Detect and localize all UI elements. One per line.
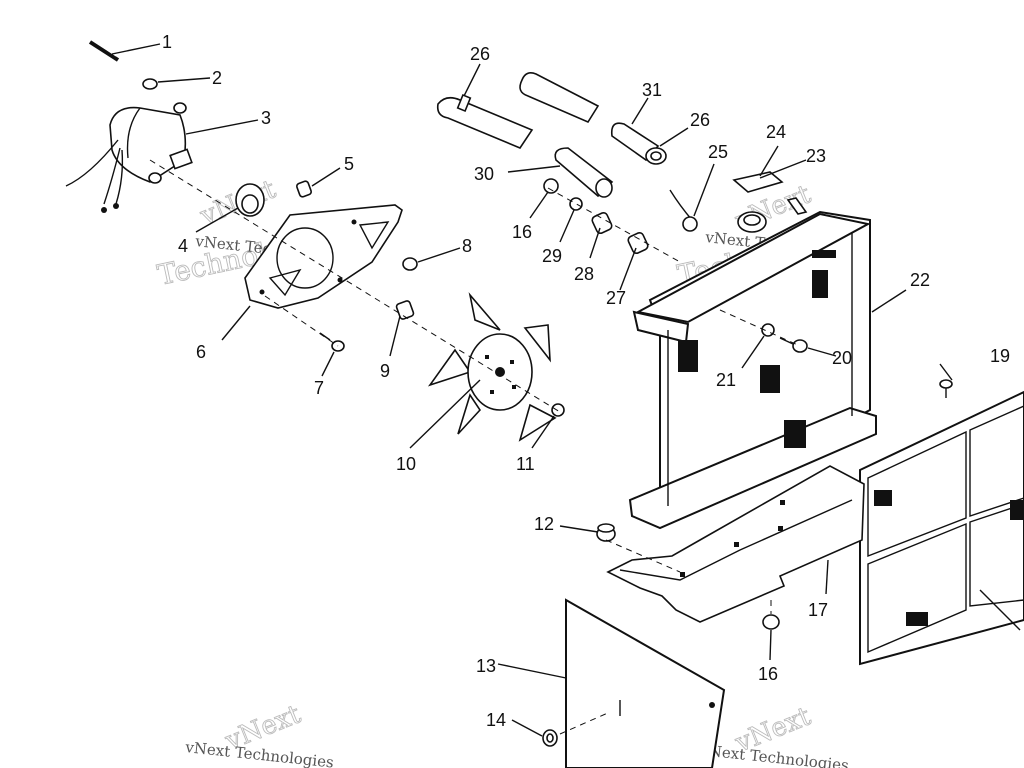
- nut-part-11: [551, 403, 565, 417]
- grommet-part-12: [596, 523, 616, 542]
- callout-26-upper: 26: [470, 44, 490, 64]
- assembly-axis-panel: [559, 711, 611, 735]
- radiator-part-22: [628, 197, 877, 530]
- side-panel-part-13: [565, 598, 726, 768]
- fitting-part-27: [627, 231, 649, 255]
- assembly-axis-hoses: [547, 187, 681, 263]
- fan-motor-part-3: [65, 102, 193, 213]
- callout-9: 9: [380, 361, 390, 381]
- callout-14: 14: [486, 710, 506, 730]
- callout-12: 12: [534, 514, 554, 534]
- nut-part-2: [142, 78, 158, 90]
- assembly-axis-screw: [264, 295, 339, 347]
- spacer-part-5: [296, 180, 312, 198]
- callout-7: 7: [314, 378, 324, 398]
- callout-10: 10: [396, 454, 416, 474]
- callout-31: 31: [642, 80, 662, 100]
- bolt-part-1: [88, 39, 120, 62]
- callout-4: 4: [178, 236, 188, 256]
- assembly-axis-bracket: [605, 539, 681, 573]
- nut-part-16-lower: [762, 614, 780, 630]
- callout-17: 17: [808, 600, 828, 620]
- callout-23: 23: [806, 146, 826, 166]
- callout-16-upper: 16: [512, 222, 532, 242]
- leader-lines: [111, 43, 953, 737]
- callout-29: 29: [542, 246, 562, 266]
- callout-2: 2: [212, 68, 222, 88]
- callout-26-lower: 26: [690, 110, 710, 130]
- assembly-axis-radiator: [719, 309, 801, 347]
- callout-25: 25: [708, 142, 728, 162]
- callout-22: 22: [910, 270, 930, 290]
- filler-neck-part-23: [737, 211, 767, 233]
- hose-part-30: [554, 147, 614, 198]
- callout-13: 13: [476, 656, 496, 676]
- callout-11: 11: [516, 454, 535, 474]
- callout-1: 1: [162, 32, 172, 52]
- callout-labels: 1 2 3 4 5 6 7 8 9 10 11 12 13 14 16 16 1…: [162, 32, 1010, 730]
- nut-part-8: [402, 257, 418, 271]
- callout-28: 28: [574, 264, 594, 284]
- watermark-bottom-left: vNext vNext Technologies: [184, 699, 335, 768]
- radiator-cap-part-24: [732, 171, 784, 193]
- callout-24: 24: [766, 122, 786, 142]
- callout-21: 21: [716, 370, 736, 390]
- callout-27: 27: [606, 288, 626, 308]
- clamp-part-16-upper: [543, 178, 559, 194]
- assembly-axis-left: [149, 159, 561, 413]
- hose-part-31-upper: [519, 72, 600, 124]
- fitting-part-28: [591, 211, 613, 235]
- callout-8: 8: [462, 236, 472, 256]
- bolt-part-20: [779, 337, 808, 353]
- screen-panel: [859, 390, 1024, 666]
- callout-5: 5: [344, 154, 354, 174]
- screw-part-19: [939, 379, 953, 398]
- bracket-part-17: [606, 465, 865, 623]
- callout-6: 6: [196, 342, 206, 362]
- fan-blade-part-10: [427, 292, 557, 442]
- callout-20: 20: [832, 348, 852, 368]
- callout-30: 30: [474, 164, 494, 184]
- washer-part-14: [542, 729, 558, 747]
- washer-part-29: [569, 197, 583, 211]
- hose-upper-part-26: [436, 93, 534, 149]
- vent-tube-part-25: [669, 189, 698, 232]
- callout-16-lower: 16: [758, 664, 778, 684]
- callout-3: 3: [261, 108, 271, 128]
- hose-part-31: [610, 122, 667, 165]
- callout-19: 19: [990, 346, 1010, 366]
- mounting-plate-part-6: [244, 204, 403, 309]
- grommet-part-4: [235, 183, 265, 217]
